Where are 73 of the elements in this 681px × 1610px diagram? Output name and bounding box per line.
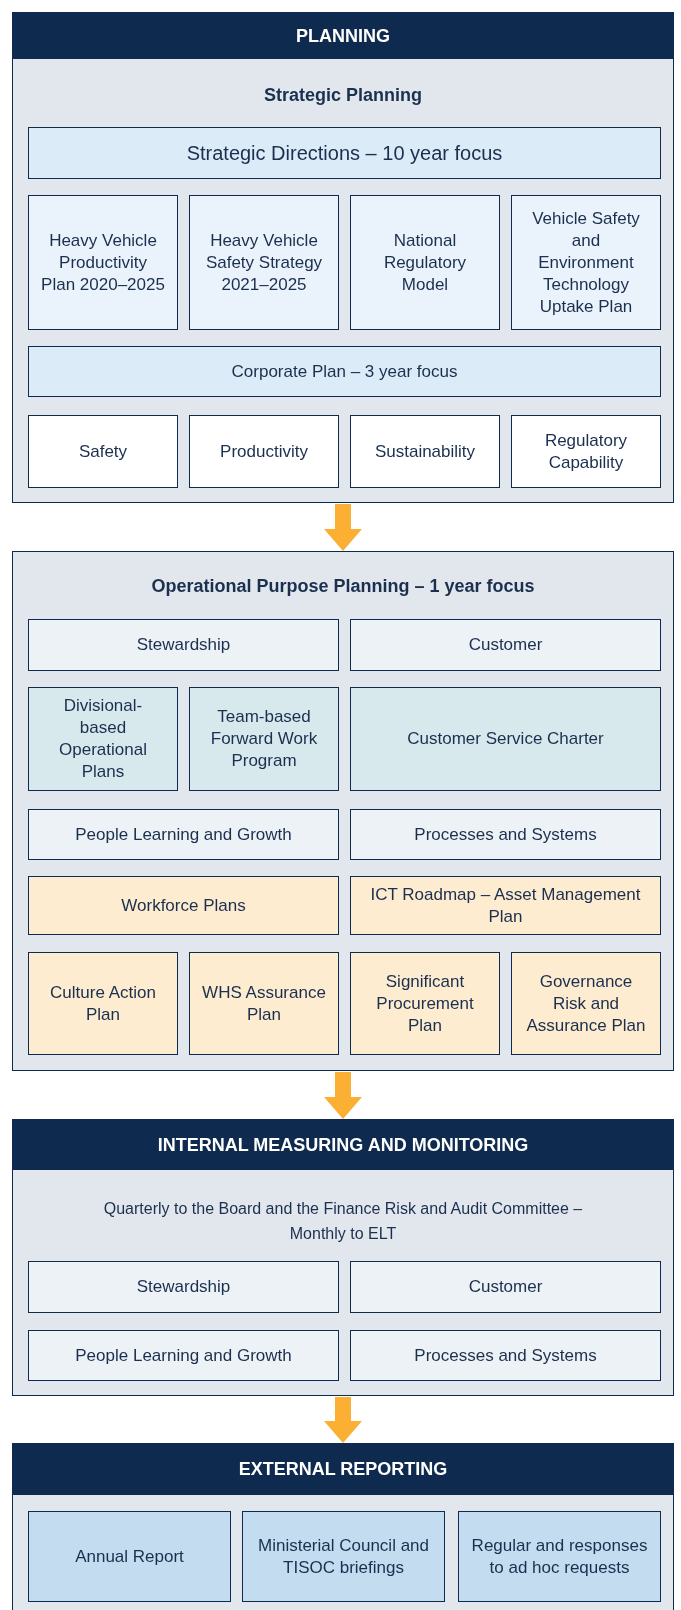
plan-box <box>28 809 339 860</box>
box-label: Team-based Forward Work Program <box>209 706 319 772</box>
section-note: Quarterly to the Board and the Finance Risk and Audit Committee – Monthly to ELT <box>102 1199 584 1244</box>
box-label: Significant Procurement Plan <box>375 970 475 1037</box>
plan-box <box>189 952 339 1055</box>
box-label: ICT Roadmap – Asset Management Plan <box>369 883 642 928</box>
flow-arrow <box>324 504 362 551</box>
box-label: Productivity <box>220 440 308 463</box>
section-panel <box>12 12 674 503</box>
box-label: People Learning and Growth <box>75 823 292 846</box>
plan-box <box>28 1261 339 1313</box>
section-heading: Operational Purpose Planning – 1 year focus <box>150 575 536 598</box>
section-panel <box>12 1119 674 1396</box>
plan-box <box>28 952 178 1055</box>
plan-box <box>511 195 661 330</box>
box-label: Processes and Systems <box>414 823 597 846</box>
box-label: Governance Risk and Assurance Plan <box>525 970 647 1037</box>
plan-box <box>28 1330 339 1381</box>
plan-box <box>28 876 339 935</box>
box-label: People Learning and Growth <box>75 1344 292 1367</box>
box-label: Sustainability <box>374 440 476 463</box>
plan-box <box>350 1261 661 1313</box>
plan-box <box>350 809 661 860</box>
plan-box <box>28 619 339 671</box>
plan-box <box>350 619 661 671</box>
plan-box <box>511 952 661 1055</box>
plan-box <box>350 195 500 330</box>
box-label: Regulatory Capability <box>543 429 629 474</box>
box-label: Customer Service Charter <box>407 728 604 750</box>
plan-box <box>350 687 661 791</box>
box-label: Corporate Plan – 3 year focus <box>231 360 458 383</box>
plan-box <box>511 415 661 488</box>
flow-arrow <box>324 1397 362 1443</box>
plan-box <box>350 876 661 935</box>
plan-box <box>350 1330 661 1381</box>
box-label: Vehicle Safety and Environment Technology Uptake Plan <box>531 207 641 318</box>
plan-box <box>189 195 339 330</box>
plan-box <box>28 195 178 330</box>
box-label: National Regulatory Model <box>382 229 468 296</box>
plan-box <box>350 952 500 1055</box>
box-label: Divisional-based Operational Plans <box>58 695 148 783</box>
box-label: Annual Report <box>75 1545 184 1568</box>
box-label: Customer <box>468 634 543 656</box>
plan-box <box>28 127 661 179</box>
section-title: INTERNAL MEASURING AND MONITORING <box>13 1120 673 1170</box>
box-label: Regular and responses to ad hoc requests <box>471 1534 648 1579</box>
box-label: WHS Assurance Plan <box>202 981 326 1026</box>
plan-box <box>28 1511 231 1602</box>
plan-box <box>28 415 178 488</box>
plan-box <box>28 346 661 397</box>
box-label: Safety <box>78 440 128 463</box>
box-label: Heavy Vehicle Safety Strategy 2021–2025 <box>204 229 324 296</box>
box-label: Customer <box>468 1276 543 1298</box>
plan-box <box>350 415 500 488</box>
box-label: Processes and Systems <box>414 1344 597 1367</box>
section-title: EXTERNAL REPORTING <box>13 1444 673 1495</box>
plan-box <box>189 687 339 791</box>
box-label: Culture Action Plan <box>49 981 157 1026</box>
box-label: Stewardship <box>136 1276 231 1298</box>
box-label: Workforce Plans <box>121 894 246 917</box>
box-label: Strategic Directions – 10 year focus <box>186 142 503 164</box>
plan-box <box>458 1511 661 1602</box>
section-panel <box>12 551 674 1071</box>
box-label: Stewardship <box>136 634 231 656</box>
box-label: Ministerial Council and TISOC briefings <box>257 1534 430 1579</box>
plan-box <box>242 1511 445 1602</box>
section-title: PLANNING <box>13 13 673 59</box>
box-label: Heavy Vehicle Productivity Plan 2020–2025 <box>41 229 165 296</box>
section-panel <box>12 1443 674 1610</box>
flow-arrow <box>324 1072 362 1119</box>
plan-box <box>28 687 178 791</box>
plan-box <box>189 415 339 488</box>
section-heading: Strategic Planning <box>263 84 423 107</box>
